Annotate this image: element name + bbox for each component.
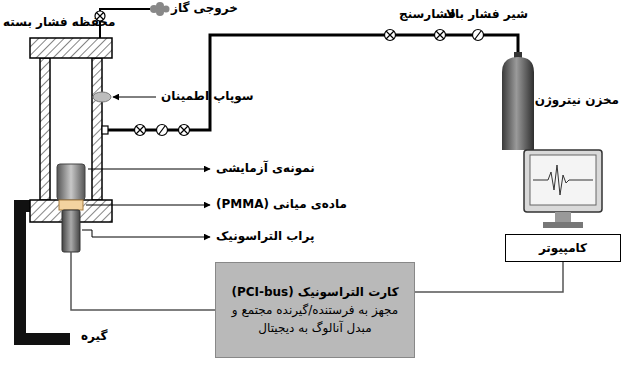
leader-lines-part	[82, 230, 210, 237]
valves-and-gauges-part	[180, 126, 188, 134]
vessel-label: محفظه فشار بسته	[2, 14, 116, 31]
valves-and-gauges-part	[135, 125, 146, 136]
valves-and-gauges-part	[157, 125, 168, 136]
sample-label: نمونه‌ی آزمایشی	[215, 160, 316, 177]
pressure-vessel	[30, 38, 112, 222]
computer-monitor-part	[543, 222, 583, 228]
valves-and-gauges	[102, 30, 484, 136]
node-heading: کامپیوتر	[539, 239, 587, 257]
leader-lines-part	[88, 169, 210, 170]
node-heading: کارت التراسونیک (PCI-bus)	[231, 283, 398, 301]
computer-monitor-part	[524, 150, 602, 212]
valves-and-gauges-part	[386, 31, 394, 39]
pressure-vessel-part	[92, 58, 102, 200]
safety-valve-label: سوپاپ اطمینان	[160, 88, 255, 105]
valves-and-gauges-part	[136, 126, 144, 134]
test-sample	[57, 164, 85, 200]
gas-outlet-part	[150, 2, 170, 16]
pmma-layer	[59, 200, 83, 210]
valves-and-gauges-part	[179, 125, 190, 136]
leader-lines-part	[86, 205, 210, 206]
computer-monitor-part	[533, 165, 593, 195]
pmma-label: ماده‌ی میانی (PMMA)	[215, 196, 348, 213]
gas-line-part	[102, 35, 518, 130]
valves-and-gauges-part	[435, 30, 446, 41]
valves-and-gauges-part	[102, 126, 108, 134]
valves-and-gauges-part	[473, 30, 484, 41]
computer-box: کامپیوتر	[505, 234, 621, 262]
valves-and-gauges-part	[385, 30, 396, 41]
valves-and-gauges-part	[436, 31, 444, 39]
ultrasonic-card-box: کارت التراسونیک (PCI-bus)مجهز به فرستنده…	[215, 262, 415, 358]
clamp-part	[14, 333, 70, 345]
computer-monitor-part	[530, 155, 596, 205]
gas-outlet-part-part	[163, 6, 170, 13]
clamp-label: گیره	[80, 328, 108, 345]
valves-and-gauges-part	[475, 31, 481, 39]
computer-monitor-part	[555, 212, 571, 222]
leader-lines-part	[113, 97, 156, 98]
pressure-vessel-part	[30, 38, 112, 58]
nitrogen-tank	[502, 52, 534, 150]
pressure-vessel-part	[40, 58, 50, 200]
outlet-label: خروجی گاز	[170, 0, 239, 17]
probe-label: پراب التراسونیک	[215, 228, 315, 245]
node-body: مجهز به فرستنده/گیرنده مجتمع و مبدل آنال…	[226, 301, 404, 337]
nitrogen-tank-part	[502, 57, 534, 150]
probe-cable	[71, 252, 215, 310]
tank-label: مخزن نیتروژن	[534, 92, 620, 109]
computer-monitor	[524, 150, 602, 228]
valves-and-gauges-part	[159, 126, 165, 134]
valve-label: شیر فشار بالا	[445, 6, 529, 23]
safety-valve	[93, 92, 111, 102]
leader-lines	[82, 97, 210, 237]
clamp-part	[14, 200, 26, 345]
gas-line	[102, 35, 518, 130]
ultrasonic-probe	[62, 210, 80, 252]
signal-cable	[415, 262, 563, 292]
